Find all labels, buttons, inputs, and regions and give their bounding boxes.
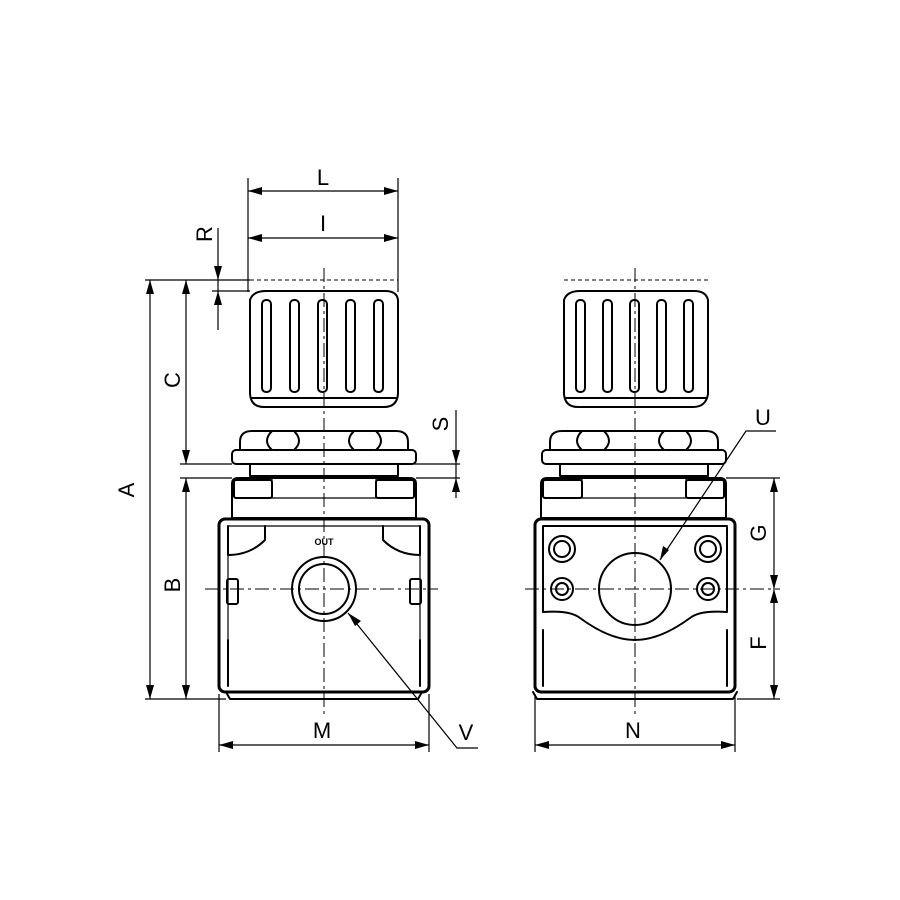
dimension-a-label: A: [114, 482, 139, 497]
dimension-i-label: I: [320, 211, 326, 236]
mount-hole-top-left-inner: [553, 540, 571, 558]
dimension-l-label: L: [317, 165, 329, 190]
dimension-g-label: G: [746, 524, 771, 541]
dimension-b-label: B: [160, 578, 185, 593]
side-knob: [563, 279, 709, 408]
dimension-r-label: R: [192, 226, 217, 242]
dimension-u-label: U: [755, 405, 771, 430]
mount-hole-top-right-outer: [694, 535, 722, 563]
side-lock-nut: [541, 430, 727, 477]
dimension-v-label: V: [459, 720, 474, 745]
dimension-c-label: C: [160, 372, 185, 388]
dimensions-front: A C B R S L I M: [114, 165, 478, 752]
mount-hole-top-right-inner: [699, 540, 717, 558]
dimension-m-label: M: [313, 718, 331, 743]
side-upper-block: [540, 477, 727, 519]
front-view: OUT: [205, 268, 438, 718]
dimension-f-label: F: [746, 636, 771, 649]
dimension-n-label: N: [625, 718, 641, 743]
knob-ribs: [261, 299, 384, 393]
dimension-s-label: S: [428, 417, 453, 432]
side-view: [525, 268, 780, 718]
out-port-label: OUT: [315, 537, 335, 547]
mount-hole-top-left-outer: [548, 535, 576, 563]
dimensions-side: G F N U: [534, 405, 780, 752]
